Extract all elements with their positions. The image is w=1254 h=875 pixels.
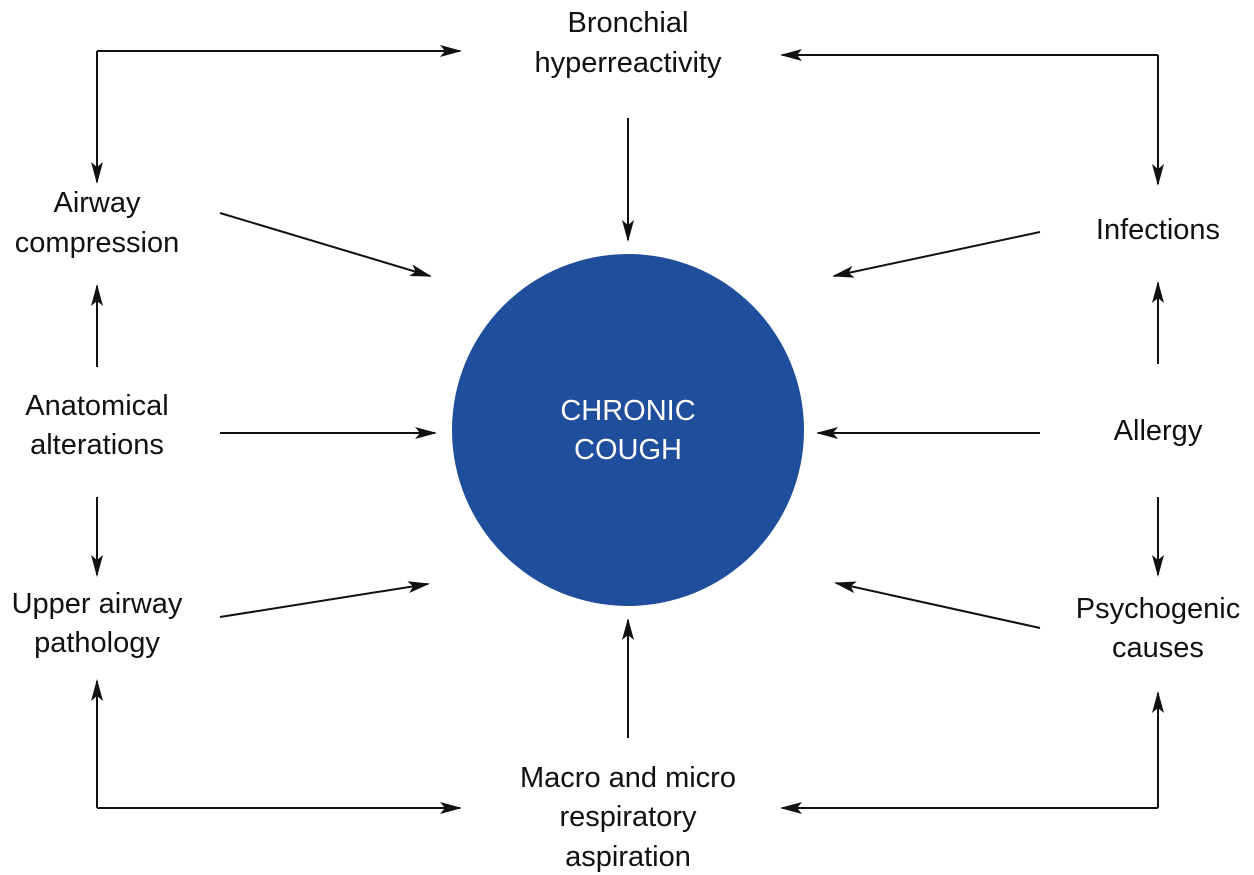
- arrow-airway-compression-to-cough: [219, 212, 432, 277]
- anatomical-alterations-label-line1: Anatomical: [25, 390, 168, 422]
- allergy-label: Allergy: [1114, 415, 1203, 447]
- aspiration-label-line1: Macro and micro: [520, 762, 736, 794]
- anatomical-alterations-label-line2: alterations: [30, 429, 164, 461]
- upper-airway-pathology-label-line2: pathology: [34, 627, 160, 659]
- bronchial-hyperreactivity-label-line2: hyperreactivity: [535, 47, 722, 79]
- psychogenic-causes-label-line1: Psychogenic: [1076, 593, 1240, 625]
- infections-label: Infections: [1096, 214, 1220, 246]
- arrow-psychogenic-to-cough: [834, 581, 1041, 629]
- upper-airway-pathology-label-line1: Upper airway: [12, 588, 183, 620]
- arrow-upper-airway-to-cough: [219, 581, 430, 618]
- chronic-cough-circle: [452, 254, 804, 606]
- psychogenic-causes-label-line2: causes: [1112, 632, 1204, 664]
- aspiration-label-line3: aspiration: [565, 841, 691, 873]
- chronic-cough-label-line1: CHRONIC: [560, 395, 695, 427]
- aspiration-label-line2: respiratory: [560, 801, 697, 833]
- airway-compression-label-line1: Airway: [53, 187, 141, 219]
- bronchial-hyperreactivity-label-line1: Bronchial: [568, 7, 689, 39]
- chronic-cough-label-line2: COUGH: [574, 434, 682, 466]
- arrow-infections-to-cough: [832, 231, 1041, 278]
- airway-compression-label-line2: compression: [15, 227, 179, 259]
